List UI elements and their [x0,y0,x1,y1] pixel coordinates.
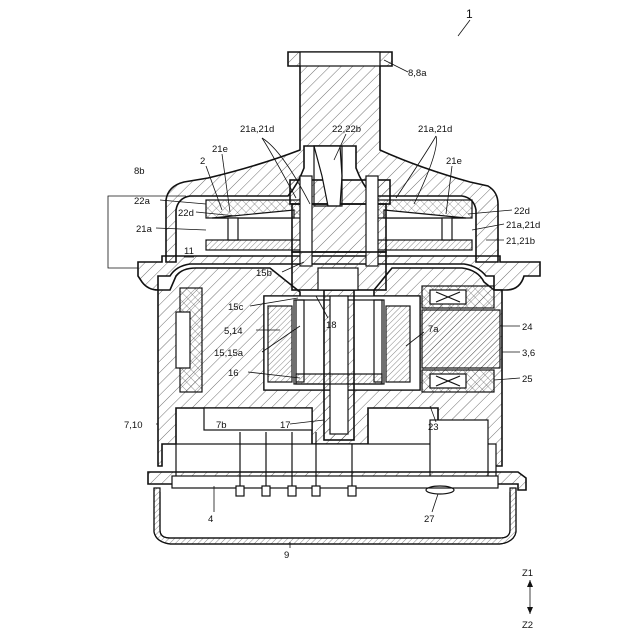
label-item2: 2 [200,156,205,167]
figure-ref: 1 [466,7,473,21]
label-impeller-hub: 22,22b [332,124,361,135]
label-board: 4 [208,514,213,525]
label-plate-top: 22a [134,196,151,207]
label-item23: 23 [428,422,439,433]
label-magnet: 5,14 [224,326,243,337]
label-vane-left: 21e [212,144,228,155]
label-blade-right: 21a,21d [418,124,452,135]
label-bottom-b: 7b [216,420,227,431]
label-coupler: 18 [326,320,337,331]
label-shaft-top: 15b [256,268,272,279]
label-outlet: 8,8a [408,68,427,79]
label-case-edge: 8b [134,166,145,177]
label-pin: 17 [280,420,291,431]
label-shaft-c: 15c [228,302,244,313]
label-vane-right: 21e [446,156,462,167]
label-sensor: 27 [424,514,435,525]
label-blade-base: 21a [136,224,153,235]
label-axis-top: Z1 [522,568,533,579]
label-shaft-a: 15,15a [214,348,244,359]
label-chamber: 11 [184,246,194,257]
label-blade-left: 21a,21d [240,124,274,135]
label-rotor-a: 7a [428,324,439,335]
label-blade-right2: 21a,21d [506,220,540,231]
label-coil-top: 24 [522,322,533,333]
label-impeller-body: 21,21b [506,236,535,247]
label-axis-bottom: Z2 [522,620,533,631]
label-stator: 3,6 [522,348,535,359]
label-coil-bottom: 25 [522,374,533,385]
label-cover: 9 [284,550,289,561]
label-plate-d-left: 22d [178,208,194,219]
label-plate-d-right: 22d [514,206,530,217]
label-bearing: 16 [228,368,239,379]
label-housing: 7,10 [124,420,143,431]
